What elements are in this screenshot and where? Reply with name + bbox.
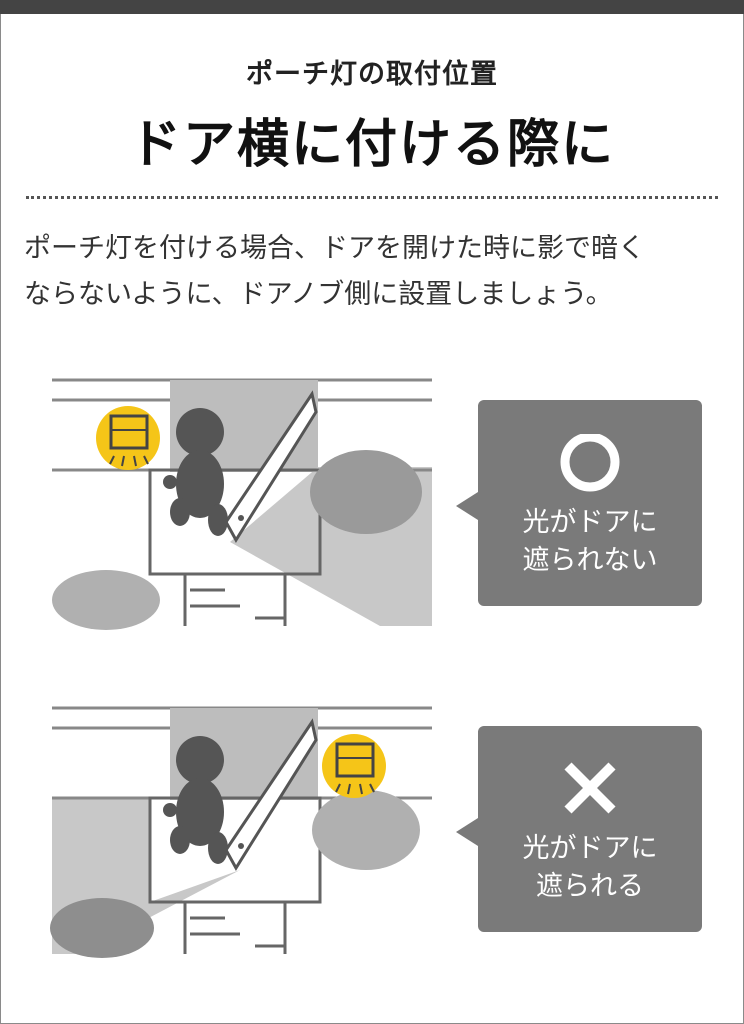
callout-good-line-2: 遮られない	[522, 545, 658, 576]
top-bar	[0, 0, 744, 14]
page-subtitle: ポーチ灯の取付位置	[246, 59, 498, 90]
open-door	[224, 390, 318, 543]
person-icon	[163, 408, 228, 536]
page-title: ドア横に付ける際に	[128, 115, 615, 175]
diagram-good-placement	[52, 378, 432, 630]
callout-good-line-1: 光がドアに	[522, 507, 658, 538]
bush-icon	[50, 898, 154, 958]
person-icon	[163, 736, 228, 864]
bush-icon	[312, 790, 420, 870]
lamp-icon	[96, 406, 160, 470]
bush-icon	[310, 450, 422, 534]
description: ポーチ灯を付ける場合、ドアを開けた時に影で暗く ならないように、ドアノブ側に設置…	[24, 226, 724, 318]
callout-bad: 光がドアに 遮られる	[456, 726, 702, 932]
description-line-1: ポーチ灯を付ける場合、ドアを開けた時に影で暗く	[24, 233, 645, 264]
diagram-bad-placement	[50, 706, 432, 958]
callout-bad-text: 光がドアに 遮られる	[478, 830, 702, 906]
circle-icon	[560, 434, 620, 492]
callout-bad-line-2: 遮られる	[536, 871, 644, 902]
callout-bad-line-1: 光がドアに	[522, 833, 658, 864]
porch-floor	[148, 468, 322, 576]
lamp-icon	[322, 734, 386, 798]
open-door	[224, 718, 318, 871]
dotted-divider	[26, 196, 718, 199]
cross-icon	[564, 762, 616, 814]
callout-good-text: 光がドアに 遮られない	[478, 504, 702, 580]
bush-icon	[52, 570, 160, 630]
callout-good: 光がドアに 遮られない	[456, 400, 702, 606]
description-line-2: ならないように、ドアノブ側に設置しましょう。	[24, 279, 613, 310]
